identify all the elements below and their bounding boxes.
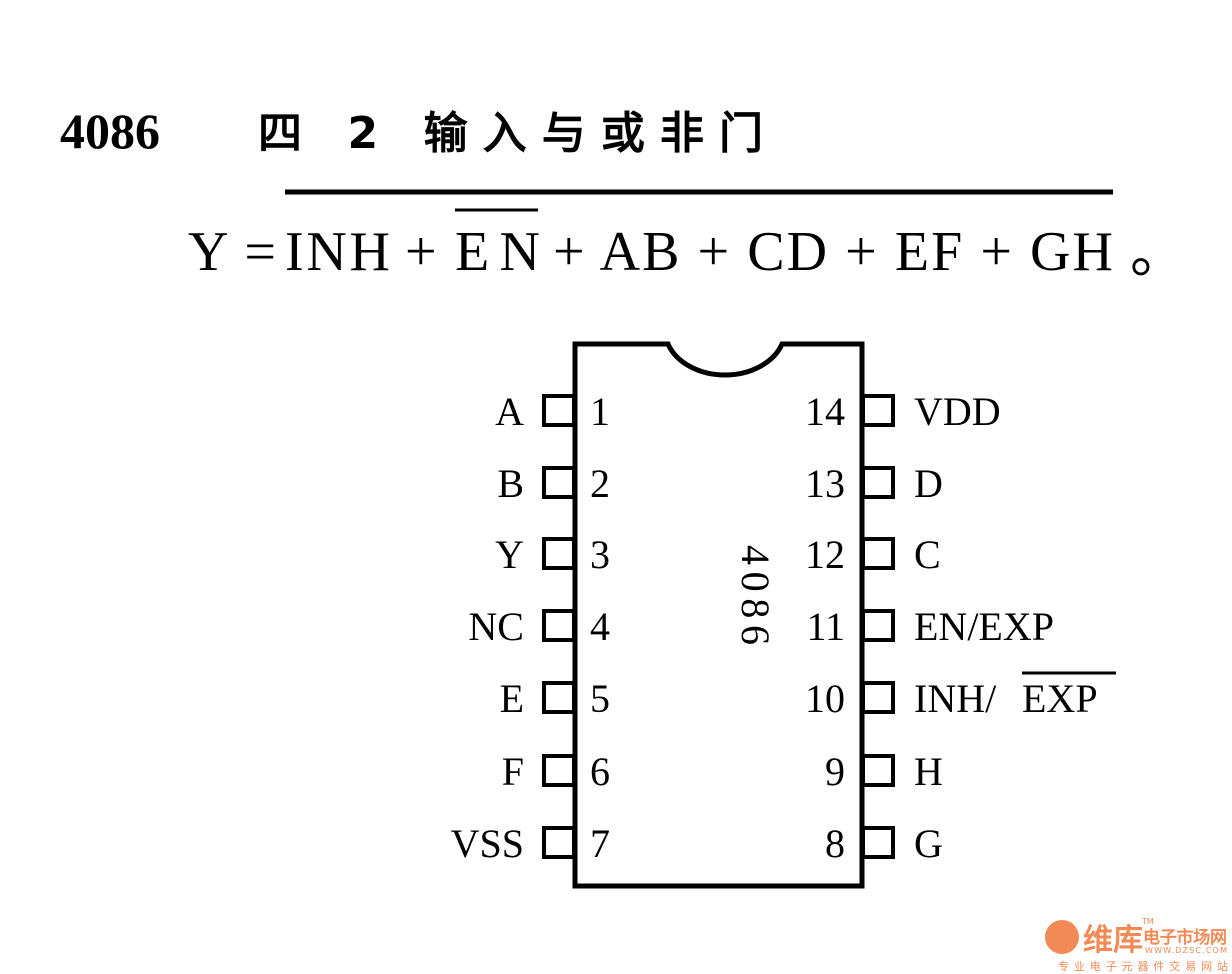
pin-number: 13 xyxy=(805,461,845,506)
pin-label: C xyxy=(914,532,941,577)
pin-8 xyxy=(861,826,895,859)
formula-term-inh: INH xyxy=(285,221,390,283)
pin-13 xyxy=(861,466,895,499)
pin-label: H xyxy=(914,749,943,794)
pin-number: 3 xyxy=(590,532,610,577)
watermark: 维库 TM 电子市场网 WWW.DZSC.COM 专业电子元器件交易网站 xyxy=(1045,917,1228,973)
pin-label: NC xyxy=(468,604,524,649)
pin-label: VSS xyxy=(451,821,524,866)
pin-number: 10 xyxy=(805,676,845,721)
part-number: 4086 xyxy=(60,103,160,159)
pin-label: G xyxy=(914,821,943,866)
pin-number: 7 xyxy=(590,821,610,866)
pin-label: VDD xyxy=(914,389,1001,434)
pin-1 xyxy=(542,394,576,427)
formula-lhs: Y= xyxy=(188,221,276,283)
formula-terms-rest: + AB + CD + EF + GH xyxy=(553,221,1113,283)
pin-label: F xyxy=(502,749,524,794)
pin-7 xyxy=(542,826,576,859)
pin-9 xyxy=(861,754,895,787)
watermark-name: 电子市场网 xyxy=(1143,927,1227,948)
pin-label: EN/EXP xyxy=(914,604,1054,649)
pin-14 xyxy=(861,394,895,427)
formula-end: 。 xyxy=(1130,223,1186,285)
pins: 1 A 2 B 3 Y 4 NC 5 E 6 F 7 VSS 14 VDD 13 D 12 C 11 EN/EXP 10 IN… xyxy=(451,389,1116,866)
pin-4 xyxy=(542,609,576,642)
pin-label: INH/ xyxy=(914,676,997,721)
pin-number: 1 xyxy=(590,389,610,434)
part-description: 四 2 输入与或非门 xyxy=(258,108,763,159)
formula-term-en: EN xyxy=(455,221,540,283)
pin-3 xyxy=(542,537,576,570)
pin-number: 14 xyxy=(805,389,845,434)
pin-10 xyxy=(861,681,895,714)
pin-number: 12 xyxy=(805,532,845,577)
pin-number: 5 xyxy=(590,676,610,721)
pin-label: E xyxy=(500,676,524,721)
pin-label: A xyxy=(495,389,524,434)
pin-number: 2 xyxy=(590,461,610,506)
pin-5 xyxy=(542,681,576,714)
pin-2 xyxy=(542,466,576,499)
pin-label: D xyxy=(914,461,943,506)
pin-label: B xyxy=(497,461,524,506)
pin-label-overbar-part: EXP xyxy=(1022,676,1098,721)
pin-6 xyxy=(542,754,576,787)
pin-12 xyxy=(861,537,895,570)
pin-number: 8 xyxy=(825,821,845,866)
pin-11 xyxy=(861,609,895,642)
watermark-slogan: 专业电子元器件交易网站 xyxy=(1058,959,1228,973)
pin-number: 4 xyxy=(590,604,610,649)
watermark-logo-icon xyxy=(1045,920,1079,954)
formula: Y= INH + EN + AB + CD + EF + GH 。 xyxy=(188,208,1186,285)
pin-number: 6 xyxy=(590,749,610,794)
pin-number: 11 xyxy=(806,604,845,649)
watermark-tm: TM xyxy=(1141,917,1154,926)
formula-plus: + xyxy=(405,221,437,283)
pin-number: 9 xyxy=(825,749,845,794)
ic-body xyxy=(572,341,865,889)
watermark-brand: 维库 xyxy=(1083,923,1143,958)
pin-label: Y xyxy=(495,532,524,577)
watermark-url: WWW.DZSC.COM xyxy=(1145,946,1227,955)
